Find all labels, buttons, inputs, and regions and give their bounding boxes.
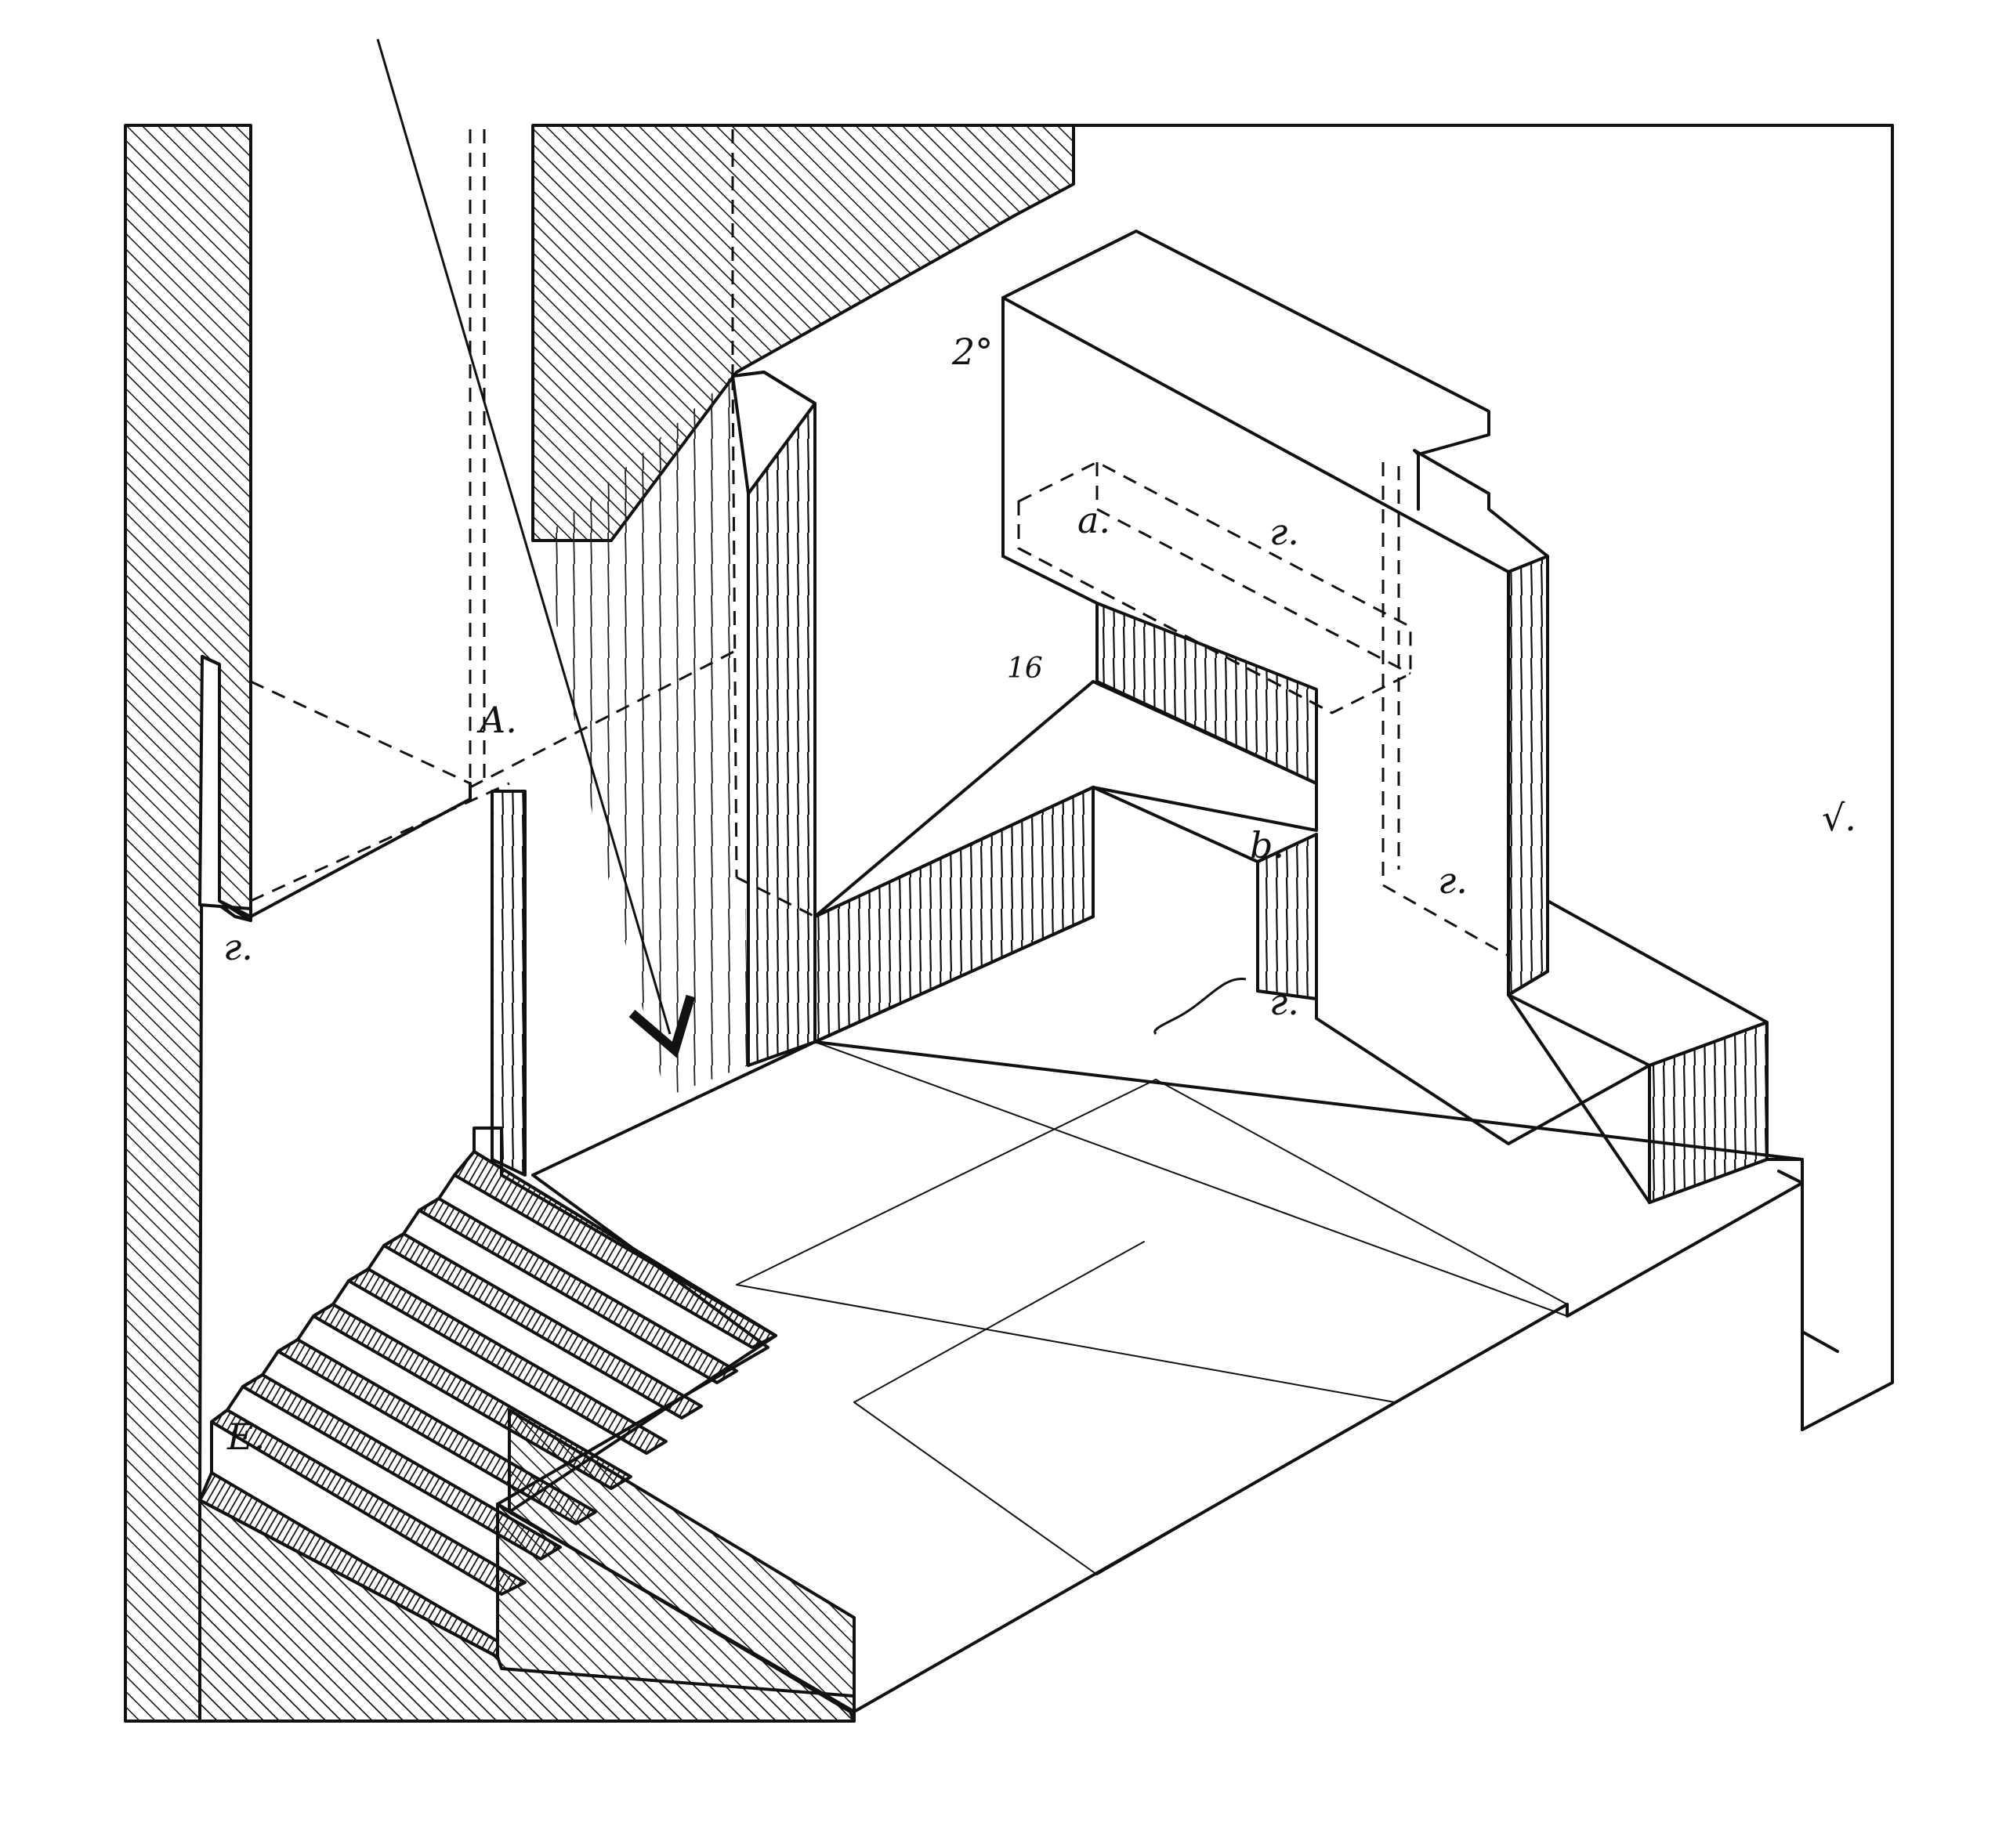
- shadow-back-wall: [541, 372, 748, 1097]
- upper-box-bottom-edge: [1001, 555, 1099, 605]
- ledge-under-hatch: [1095, 602, 1318, 785]
- label-r-right: г.: [1438, 859, 1468, 902]
- pointer-curl: [1153, 978, 1247, 1036]
- bench-block-top: [1507, 899, 1769, 1067]
- window-opening: [201, 655, 472, 918]
- label-A: A.: [476, 699, 517, 741]
- right-frame-lower: [1777, 1170, 1804, 1431]
- dashed-lines: [250, 129, 1509, 957]
- label-a: a.: [1077, 499, 1110, 541]
- staircase: [198, 1127, 777, 1658]
- label-16: 16: [1007, 653, 1043, 685]
- pier-center-front: [747, 402, 817, 1067]
- right-frame: [1072, 124, 1894, 1431]
- light-direction-arrow: [376, 38, 696, 1058]
- label-r-bottom: г.: [1269, 981, 1299, 1023]
- label-20: 2°: [951, 331, 993, 373]
- ledge-block-front: [813, 786, 1095, 1043]
- label-E: E.: [226, 1416, 265, 1458]
- label-r-window: г.: [1269, 511, 1299, 553]
- label-r-left: г.: [223, 926, 253, 968]
- pier-left: [491, 790, 527, 1177]
- label-b: b.: [1250, 824, 1284, 866]
- floor-grid: [736, 1041, 1568, 1575]
- pier-right-front: [1315, 833, 1651, 1204]
- pier-right-side: [1507, 555, 1549, 996]
- label-V: √.: [1822, 797, 1856, 839]
- bench-block-side: [1648, 1021, 1769, 1204]
- bench-block-base: [1648, 1158, 1804, 1204]
